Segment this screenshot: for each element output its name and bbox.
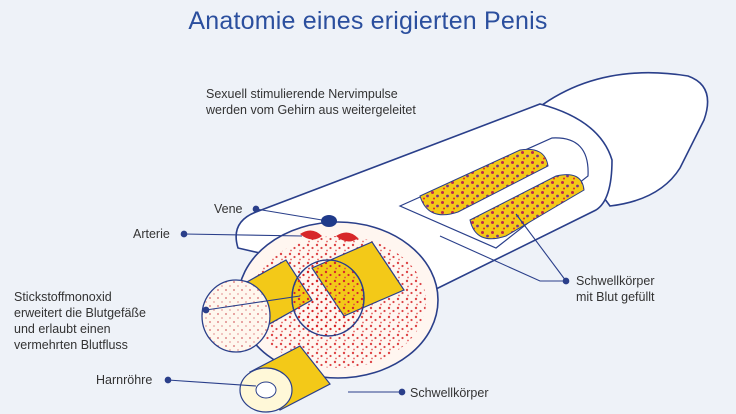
artery-shape-left <box>300 230 322 240</box>
leader-harnroehre <box>167 379 257 387</box>
harnroehre-label: Harnröhre <box>96 373 153 387</box>
filled-corpus-1 <box>419 148 549 216</box>
leader-arterie <box>183 233 303 237</box>
leader-stickstoff <box>205 295 301 311</box>
stickstoff-label: Stickstoffmonoxid erweitert die Blutgefä… <box>14 290 147 352</box>
arterie-label: Arterie <box>133 227 170 241</box>
vene-label: Vene <box>214 202 243 216</box>
left-cylinder-face <box>201 279 271 353</box>
schwellkoerper-label: Schwellkörper <box>410 386 489 400</box>
diagram-title: Anatomie eines erigierten Penis <box>188 7 548 35</box>
nerve-impulse-label: Sexuell stimulierende Nervimpulse werden… <box>206 87 416 117</box>
glans-shape <box>536 71 709 207</box>
leader-vene <box>255 208 323 221</box>
urethra-lumen <box>255 381 277 399</box>
leader-gefuellt-1 <box>439 235 566 282</box>
leader-gefuellt-2 <box>515 213 567 282</box>
artery-shape-right <box>336 232 358 242</box>
vein-shape <box>321 215 337 227</box>
schwellkoerper-gefuellt-label: Schwellkörper mit Blut gefüllt <box>576 274 655 304</box>
filled-corpus-2 <box>469 174 585 240</box>
